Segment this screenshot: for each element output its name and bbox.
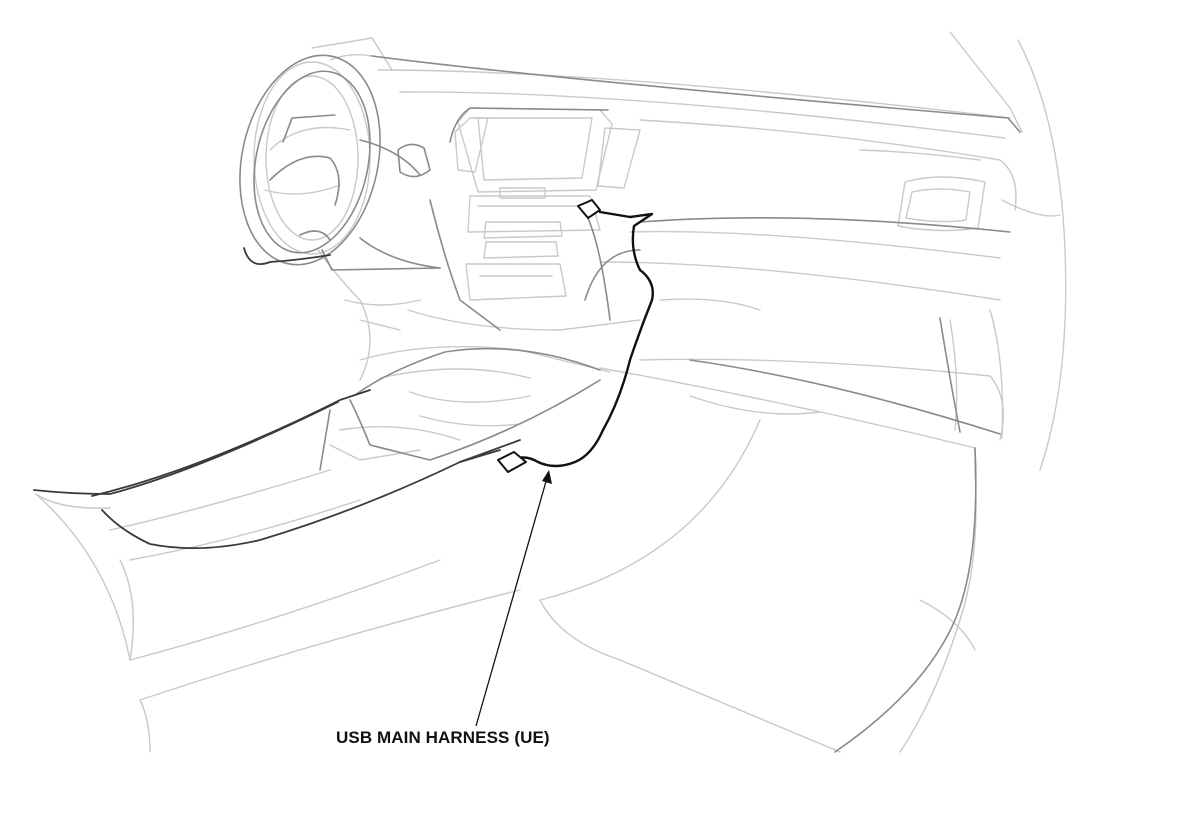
usb-main-harness-part [497,199,654,473]
usb-main-harness-label: USB MAIN HARNESS (UE) [336,728,550,747]
upper-connector [577,199,601,219]
center-console [33,247,521,550]
callout-leader [475,470,552,727]
interior-outline [35,31,1067,753]
lower-connector [497,451,527,473]
dashboard-structure [239,54,1021,753]
